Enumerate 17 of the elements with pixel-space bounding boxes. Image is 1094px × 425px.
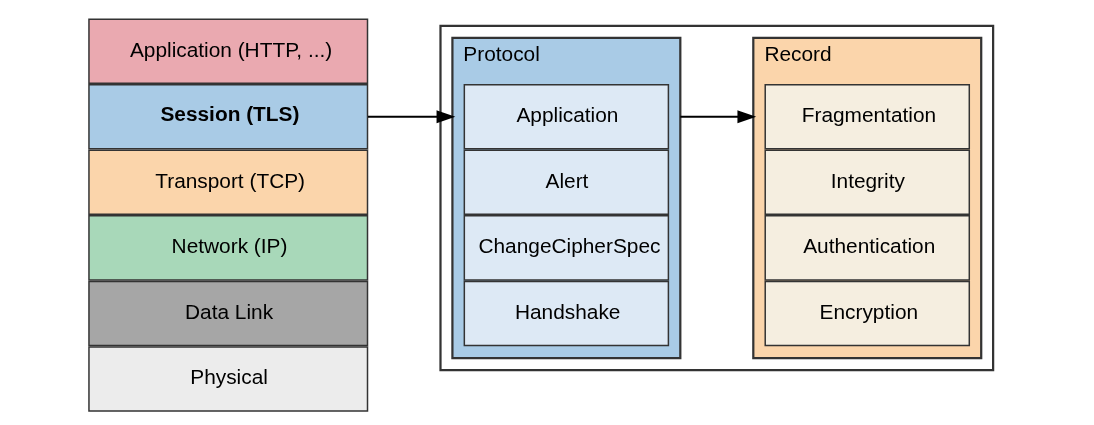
node-box: Network (IP) [88, 215, 369, 281]
node-box: Alert [463, 149, 670, 216]
node-box: Application [463, 84, 670, 150]
node-box: Authentication [764, 215, 971, 281]
arrow [679, 110, 757, 124]
node-box: Handshake [463, 280, 670, 347]
node-box: Fragmentation [764, 84, 971, 150]
node-box: ChangeCipherSpec [463, 215, 670, 281]
node-box: Encryption [764, 280, 971, 347]
arrow [367, 110, 456, 124]
node-box: Session (TLS) [88, 84, 369, 150]
node-box: Data Link [88, 280, 369, 347]
node-box: Physical [88, 346, 369, 412]
node-box: Application (HTTP, ...) [88, 18, 369, 85]
cluster [439, 24, 995, 372]
node-box: Transport (TCP) [88, 149, 369, 216]
node-box: Integrity [764, 149, 971, 216]
